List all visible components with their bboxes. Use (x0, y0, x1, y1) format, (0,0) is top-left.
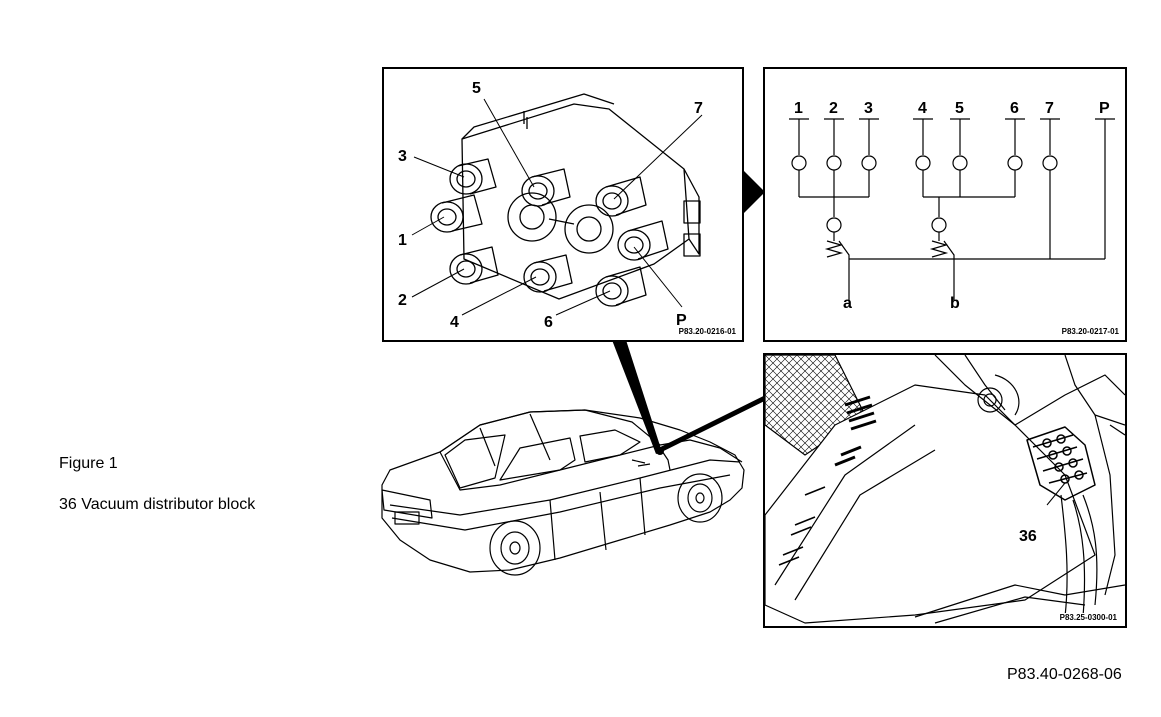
figure-legend: 36 Vacuum distributor block (59, 496, 256, 513)
arrow-right-icon (743, 170, 765, 214)
pointer-to-engine-bay (658, 395, 767, 453)
label-P: P (676, 312, 687, 329)
valve-label-b: b (950, 295, 960, 312)
panel-engine-ref: P83.25-0300-01 (1057, 613, 1119, 622)
port-cylinder-1 (430, 194, 483, 233)
panel-schematic-ref: P83.20-0217-01 (1061, 327, 1119, 336)
figure-title: Figure 1 (59, 455, 118, 472)
vacuum-distributor-block-36 (1026, 426, 1096, 501)
port-line-P (1095, 118, 1115, 259)
valve-label-a: a (843, 295, 852, 312)
label-2: 2 (398, 292, 407, 309)
label-1: 1 (398, 232, 407, 249)
label-4: 4 (450, 314, 459, 331)
label-5: 5 (472, 80, 481, 97)
port-line-1 (789, 118, 809, 197)
port-cylinder-5 (521, 168, 571, 207)
pointer-to-car (612, 340, 662, 454)
port-cylinder-4 (523, 254, 573, 293)
port-line-3 (859, 118, 879, 197)
port-line-6 (1005, 118, 1025, 197)
port-label-P: P (1099, 100, 1110, 117)
valve-a-symbol (824, 217, 850, 301)
label-36: 36 (1019, 528, 1037, 545)
label-7: 7 (694, 100, 703, 117)
port-line-7 (1040, 118, 1060, 259)
port-cylinder-7 (595, 176, 647, 217)
panel-block-ref: P83.20-0216-01 (678, 327, 736, 336)
port-cylinder-6 (595, 266, 647, 307)
port-label-3: 3 (864, 100, 873, 117)
panel-engine-bay: 36 P83.25-0300-01 (763, 353, 1127, 628)
label-6: 6 (544, 314, 553, 331)
port-label-7: 7 (1045, 100, 1054, 117)
port-cylinder-3 (449, 158, 497, 195)
panel-distributor-block: 5 7 3 1 2 4 6 P P83.20-0216-01 (382, 67, 744, 342)
port-label-6: 6 (1010, 100, 1019, 117)
port-line-5 (950, 118, 970, 197)
port-line-2 (824, 118, 844, 217)
valve-b-symbol (929, 217, 955, 301)
port-cylinder-2 (449, 246, 499, 285)
port-label-2: 2 (829, 100, 838, 117)
port-label-5: 5 (955, 100, 964, 117)
port-cylinder-P (617, 220, 669, 261)
port-label-1: 1 (794, 100, 803, 117)
document-reference: P83.40-0268-06 (1007, 666, 1122, 683)
car-illustration (381, 409, 745, 576)
port-label-4: 4 (918, 100, 927, 117)
panel-schematic: 1 2 3 4 5 6 7 P a b P83.20-0217-01 (763, 67, 1127, 342)
port-line-4 (913, 118, 933, 197)
label-3: 3 (398, 148, 407, 165)
